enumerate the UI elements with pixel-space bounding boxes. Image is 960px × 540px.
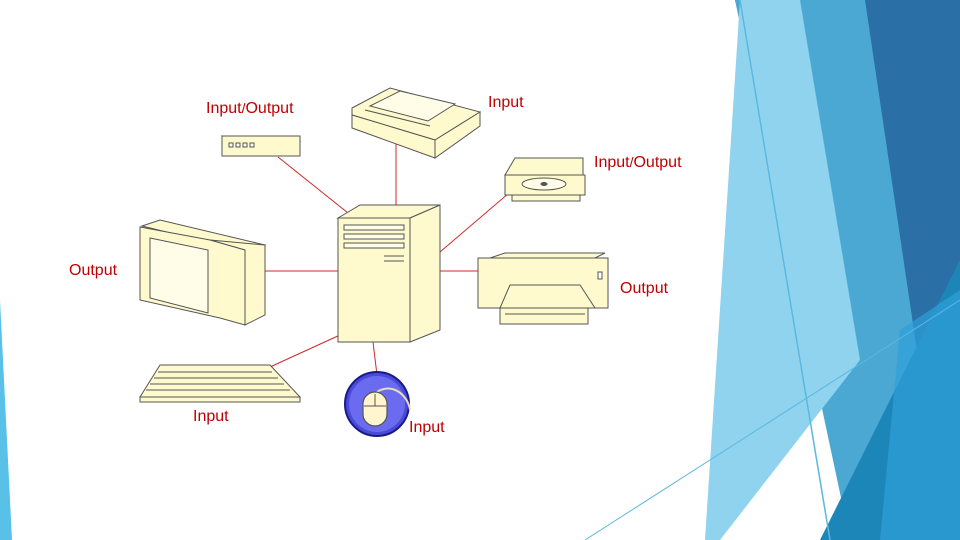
cd-drive-label-part2: Output: [633, 154, 682, 171]
cd-drive-label-separator: /: [629, 154, 634, 170]
monitor-label: Output: [69, 262, 118, 279]
connector-modem: [277, 156, 349, 214]
modem-label-part2: Output: [245, 100, 294, 117]
monitor-icon: [139, 219, 267, 326]
connector-cd-drive: [439, 186, 517, 253]
connector-mouse: [372, 341, 378, 376]
cd-drive-label: Input/Output: [594, 155, 682, 171]
modem-label-separator: /: [241, 100, 246, 116]
thin-accent-line-1: [739, 0, 831, 540]
mouse-label: Input: [409, 419, 445, 436]
scanner-label: Input: [488, 94, 524, 111]
mouse-icon: [344, 371, 411, 437]
tower-pc-icon: [336, 204, 441, 343]
keyboard-icon: [139, 364, 302, 403]
connector-lines: [265, 140, 517, 376]
cd-drive-label-part1: Input: [594, 154, 630, 171]
keyboard-label: Input: [193, 408, 229, 425]
left-edge-accent: [0, 300, 12, 540]
connector-keyboard: [269, 334, 341, 368]
light-blue-panel: [705, 0, 860, 540]
bottom-accent-panel: [880, 290, 960, 540]
thin-accent-line-2: [584, 299, 960, 540]
modem-label: Input/Output: [206, 101, 294, 117]
printer-icon: [477, 252, 609, 325]
cd-drive-icon: [504, 157, 586, 202]
printer-label: Output: [620, 280, 669, 297]
scanner-icon: [351, 87, 482, 159]
modem-icon: [220, 135, 302, 157]
modem-label-part1: Input: [206, 100, 242, 117]
